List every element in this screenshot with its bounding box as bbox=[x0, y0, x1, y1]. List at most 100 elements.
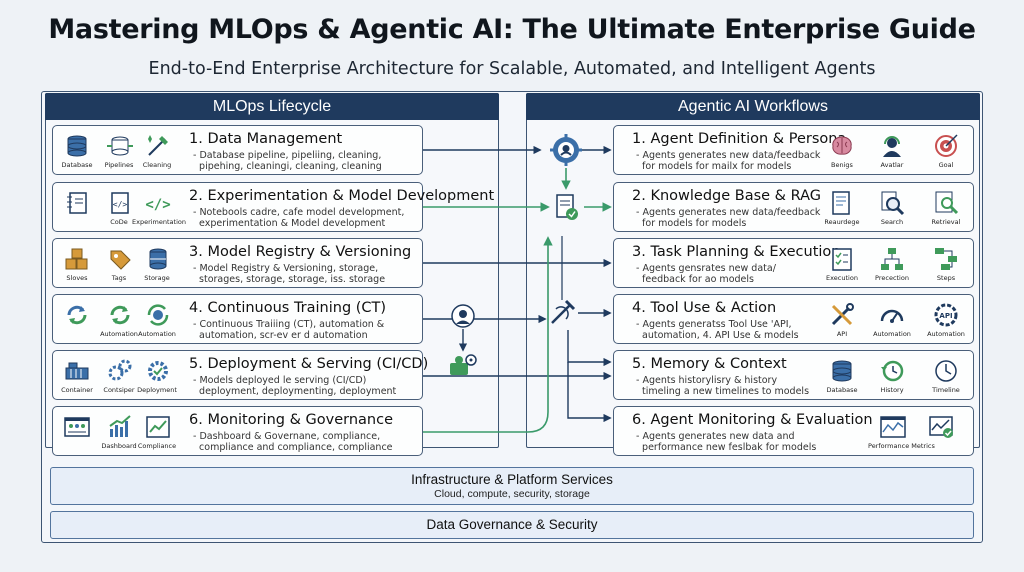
infrastructure-title: Infrastructure & Platform Services bbox=[411, 472, 613, 487]
icon-label: Dashboard bbox=[101, 442, 137, 450]
icon-label: Tags bbox=[111, 274, 127, 282]
target-icon bbox=[935, 134, 958, 157]
svg-text:API: API bbox=[939, 312, 952, 320]
left-card-title: 4. Continuous Training (CT) bbox=[189, 300, 387, 316]
deployment-gear-icon bbox=[148, 361, 168, 381]
icon-label: Benigs bbox=[831, 161, 853, 169]
left-card-5: 5. Deployment & Serving (CI/CD) - Models … bbox=[52, 350, 428, 400]
checklist-icon bbox=[832, 248, 852, 271]
tag-icon bbox=[110, 250, 131, 270]
right-card-description: - Agents generates new data/feedback for… bbox=[636, 207, 821, 229]
api-gear-icon: API bbox=[934, 303, 958, 327]
icon-label: Database bbox=[61, 161, 93, 169]
right-card-2: 2. Knowledge Base & RAG - Agents generate… bbox=[613, 182, 974, 232]
icon-label: Contsiper bbox=[103, 386, 135, 394]
icon-label: Storage bbox=[144, 274, 170, 282]
right-card-3: 3. Task Planning & Execution - Agents gen… bbox=[613, 238, 974, 288]
icon-label: History bbox=[880, 386, 904, 394]
clock-icon bbox=[935, 360, 957, 382]
icon-label: Precection bbox=[875, 274, 909, 282]
icon-label: Reaurdege bbox=[824, 218, 860, 226]
right-card-title: 5. Memory & Context bbox=[632, 356, 787, 372]
left-card-description: - Database pipeline, pipeliing, cleaning… bbox=[193, 150, 382, 172]
governance-bar: Data Governance & Security bbox=[50, 511, 974, 539]
compliance-chart-icon bbox=[146, 416, 170, 438]
icon-label: Experimentation bbox=[132, 218, 186, 226]
tools-icon bbox=[831, 303, 854, 326]
right-card-1: 1. Agent Definition & Persona - Agents ge… bbox=[613, 125, 974, 175]
left-card-6: 6. Monitoring & Governance- Dashboard & … bbox=[52, 406, 423, 456]
icon-label: Container bbox=[61, 386, 93, 394]
left-card-title: 5. Deployment & Serving (CI/CD) bbox=[189, 356, 429, 372]
infrastructure-subtitle: Cloud, compute, security, storage bbox=[434, 488, 590, 500]
automation-gear-cycle-icon bbox=[147, 304, 169, 326]
svg-text:</>: </> bbox=[113, 200, 128, 209]
gauge-icon bbox=[880, 309, 904, 323]
left-card-2: 2. Experimentation & Model Development- … bbox=[52, 182, 494, 232]
right-card-title: 4. Tool Use & Action bbox=[632, 300, 777, 316]
icon-label: Automation bbox=[927, 330, 965, 338]
right-card-title: 6. Agent Monitoring & Evaluation bbox=[632, 412, 873, 428]
flowchart-icon bbox=[881, 248, 903, 270]
right-card-title: 2. Knowledge Base & RAG bbox=[632, 188, 821, 204]
container-icon bbox=[65, 362, 89, 380]
dashboard-screen-icon bbox=[64, 417, 90, 437]
right-card-description: - Agents gensrates new data/ feedback fo… bbox=[636, 263, 776, 285]
right-card-title: 1. Agent Definition & Persona bbox=[632, 131, 847, 147]
right-card-5: 5. Memory & Context - Agents historylisry… bbox=[613, 350, 974, 400]
page-title: Mastering MLOps & Agentic AI: The Ultima… bbox=[48, 14, 976, 45]
trend-chart-icon bbox=[109, 415, 131, 437]
icon-label: Automation bbox=[138, 330, 176, 338]
icon-label: Search bbox=[880, 218, 904, 226]
mlops-panel-header: MLOps Lifecycle bbox=[45, 93, 499, 120]
icon-label: Steps bbox=[936, 274, 956, 282]
boxes-icon bbox=[65, 248, 88, 270]
avatar-headset-icon bbox=[883, 136, 901, 157]
database-icon bbox=[832, 360, 852, 382]
icon-label: Sloves bbox=[66, 274, 88, 282]
right-card-6: 6. Agent Monitoring & Evaluation- Agents… bbox=[613, 406, 974, 456]
icon-label: Pipelines bbox=[104, 161, 134, 169]
right-card-title: 3. Task Planning & Execution bbox=[632, 244, 841, 260]
right-card-description: - Agents generates new data/feedback for… bbox=[636, 150, 821, 172]
retrieval-icon bbox=[935, 191, 959, 215]
left-card-title: 1. Data Management bbox=[189, 131, 343, 147]
right-card-description: - Agents historylisry & history timeling… bbox=[636, 375, 810, 397]
left-card-description: - Dashboard & Governane, compliance, com… bbox=[193, 431, 393, 453]
history-icon bbox=[881, 360, 904, 382]
icon-label: Execution bbox=[826, 274, 858, 282]
right-card-description: - Agents generatss Tool Use 'API, automa… bbox=[636, 319, 799, 341]
pipeline-icon bbox=[107, 136, 133, 156]
notebook-icon bbox=[67, 192, 87, 214]
search-icon bbox=[881, 191, 905, 216]
icon-label: Database bbox=[826, 386, 858, 394]
metrics-check-icon bbox=[929, 416, 953, 438]
automation-cycle-icon bbox=[110, 305, 130, 325]
agent-hub-gear-icon bbox=[550, 134, 582, 166]
icon-label: Timeline bbox=[932, 386, 960, 394]
performance-window-icon bbox=[880, 416, 906, 438]
icon-label: Performance Metrics bbox=[868, 442, 935, 450]
code-brackets-icon: </> bbox=[145, 197, 170, 213]
database-icon bbox=[67, 135, 87, 157]
page-subtitle: End-to-End Enterprise Architecture for S… bbox=[148, 59, 876, 79]
icon-label: Retrieval bbox=[931, 218, 961, 226]
left-card-description: - Models deployed le serving (CI/CD) dep… bbox=[193, 375, 397, 397]
brain-icon bbox=[832, 136, 852, 155]
left-card-description: - Model Registry & Versioning, storage, … bbox=[193, 263, 386, 285]
icon-label: Avatlar bbox=[880, 161, 904, 169]
icon-label: CoDe bbox=[110, 218, 128, 226]
gears-icon bbox=[108, 359, 132, 381]
icon-label: Compliance bbox=[137, 442, 177, 450]
left-card-title: 3. Model Registry & Versioning bbox=[189, 244, 412, 260]
svg-text:</>: </> bbox=[145, 197, 170, 213]
governance-title: Data Governance & Security bbox=[426, 517, 598, 532]
steps-icon bbox=[935, 248, 957, 270]
agentic-panel-header: Agentic AI Workflows bbox=[526, 93, 980, 120]
icon-label: Automation bbox=[100, 330, 138, 338]
tool-action-icon bbox=[551, 299, 576, 324]
icon-label: Deployment bbox=[137, 386, 177, 394]
cleaning-icon bbox=[148, 135, 168, 156]
connector-monitoring-feedback bbox=[423, 236, 553, 433]
